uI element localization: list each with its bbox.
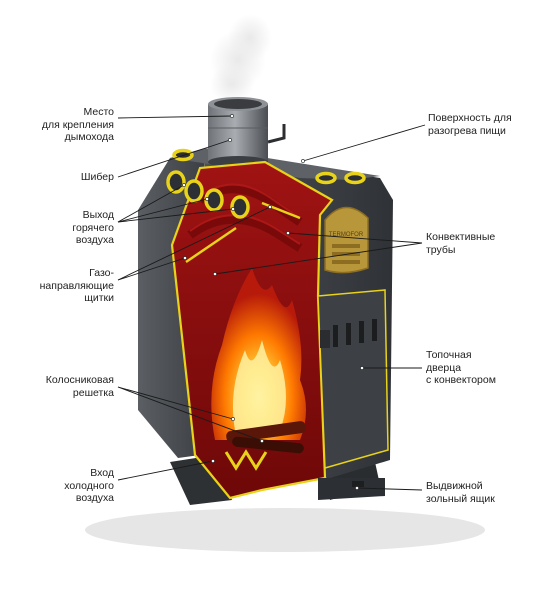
label-hot-air-outlet: Выход горячего воздуха [72,209,114,246]
logs [226,421,306,454]
grate [224,449,268,471]
label-chimney-mount: Место для крепления дымохода [41,106,114,143]
leader-dots [182,114,364,490]
label-gas-guide-shields: Газо- направляющие щитки [39,267,114,304]
label-damper: Шибер [80,171,114,183]
brand-badge: TERMOFOR [324,206,369,274]
gas-guide-shields [185,201,301,264]
label-firebox-door: Топочная дверца с конвектором [426,349,496,386]
label-ash-drawer: Выдвижной зольный ящик [426,480,495,505]
top-outlet-rings [172,148,366,185]
floor-shadow [85,508,485,552]
smoke [210,14,272,104]
firebox-door [317,289,389,469]
label-grate: Колосниковая решетка [45,374,114,399]
leader-lines [117,115,426,491]
chimney-pipe [208,97,286,168]
label-cooking-surface: Поверхность для разогрева пищи [428,112,512,137]
ash-drawer [318,478,385,500]
label-cold-air-inlet: Вход холодного воздуха [64,467,114,504]
svg-text:TERMOFOR: TERMOFOR [329,232,364,238]
label-convection-pipes: Конвективные трубы [426,231,496,256]
